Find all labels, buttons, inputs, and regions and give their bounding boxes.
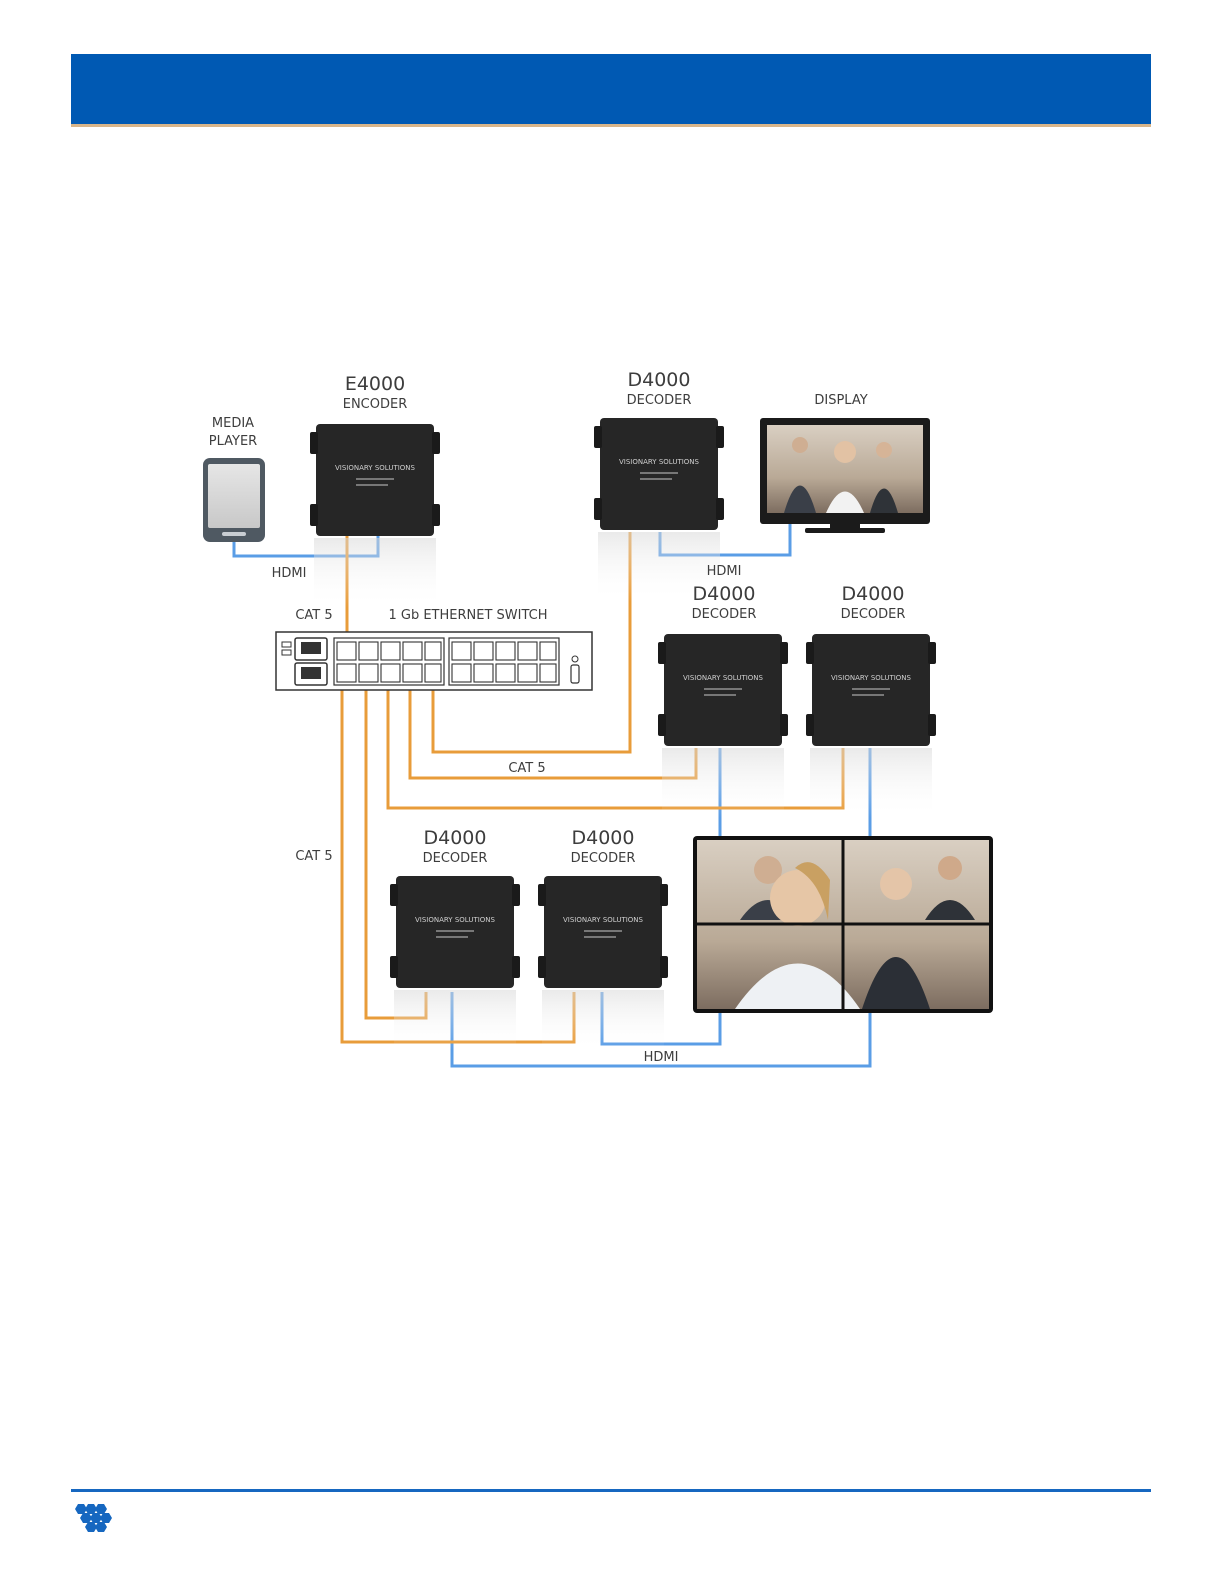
ethernet-switch xyxy=(276,632,592,690)
decoder-3-model: D4000 xyxy=(693,583,756,605)
encoder-device: VISIONARY SOLUTIONS xyxy=(310,424,440,608)
hdmi-label-player: HDMI xyxy=(272,566,307,581)
decoder-1-type: DECODER xyxy=(627,393,692,408)
decoder-device-6: VISIONARY SOLUTIONS xyxy=(538,876,668,1050)
decoder-3-type: DECODER xyxy=(692,607,757,622)
decoder-brand: VISIONARY SOLUTIONS xyxy=(619,458,700,466)
cat5-label-middle: CAT 5 xyxy=(508,761,545,776)
encoder-type: ENCODER xyxy=(343,397,408,412)
decoder-brand: VISIONARY SOLUTIONS xyxy=(563,916,644,924)
decoder-device-3: VISIONARY SOLUTIONS xyxy=(658,634,788,818)
cat5-cable-switch-decoder3 xyxy=(410,684,696,778)
media-player: MEDIA PLAYER xyxy=(203,416,265,542)
hdmi-label-wall: HDMI xyxy=(644,1050,679,1065)
switch-label: 1 Gb ETHERNET SWITCH xyxy=(388,608,547,623)
decoder-brand: VISIONARY SOLUTIONS xyxy=(831,674,912,682)
company-logo xyxy=(73,1502,115,1536)
encoder-model: E4000 xyxy=(345,373,405,395)
decoder-device-5: VISIONARY SOLUTIONS xyxy=(390,876,520,1050)
cat5-label-top: CAT 5 xyxy=(295,608,332,623)
decoder-brand: VISIONARY SOLUTIONS xyxy=(415,916,496,924)
decoder-4-type: DECODER xyxy=(841,607,906,622)
decoder-4-model: D4000 xyxy=(842,583,905,605)
footer-divider xyxy=(71,1489,1151,1492)
decoder-6-model: D4000 xyxy=(572,827,635,849)
video-wall xyxy=(693,836,993,1013)
media-player-label-line2: PLAYER xyxy=(209,434,257,449)
decoder-5-model: D4000 xyxy=(424,827,487,849)
decoder-6-type: DECODER xyxy=(571,851,636,866)
encoder-brand: VISIONARY SOLUTIONS xyxy=(335,464,416,472)
media-player-label-line1: MEDIA xyxy=(212,416,254,431)
hdmi-label-display: HDMI xyxy=(707,564,742,579)
decoder-1-model: D4000 xyxy=(628,369,691,391)
decoder-brand: VISIONARY SOLUTIONS xyxy=(683,674,764,682)
decoder-5-type: DECODER xyxy=(423,851,488,866)
cat5-label-left: CAT 5 xyxy=(295,849,332,864)
decoder-device-4: VISIONARY SOLUTIONS xyxy=(806,634,936,818)
display-label: DISPLAY xyxy=(814,393,867,408)
decoder-device-1: VISIONARY SOLUTIONS xyxy=(594,418,724,602)
display-monitor: DISPLAY xyxy=(760,393,930,533)
